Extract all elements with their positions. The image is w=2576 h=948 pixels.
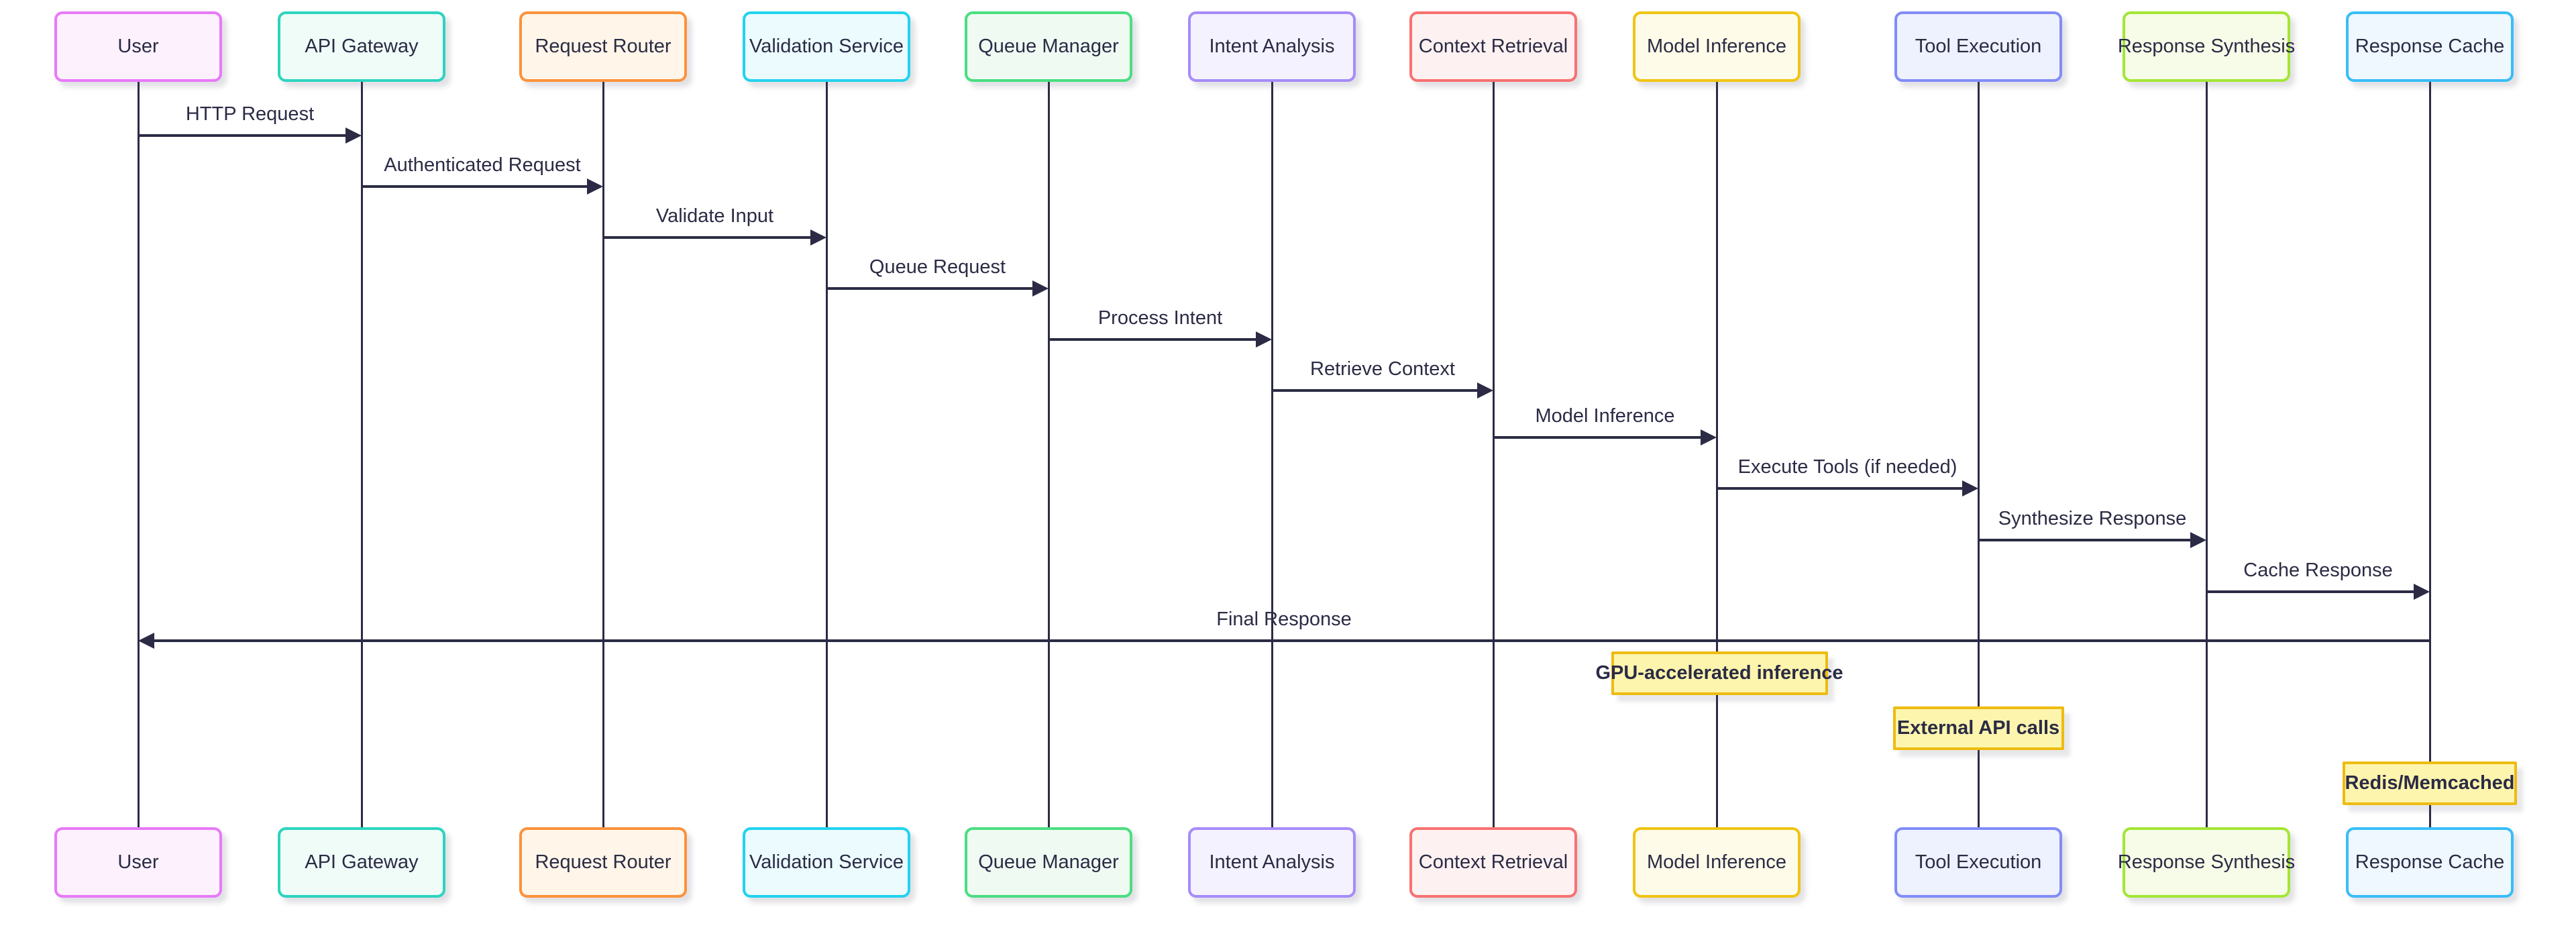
message-arrowhead-5 bbox=[1256, 331, 1272, 348]
lifeline-api-gateway bbox=[360, 81, 363, 829]
actor-box-request-router-bottom: Request Router bbox=[519, 827, 687, 898]
actor-box-queue-manager-top: Queue Manager bbox=[965, 11, 1132, 82]
lifeline-context-retrieval bbox=[1492, 81, 1495, 829]
lifeline-tool-execution bbox=[1977, 81, 1980, 829]
message-line-7 bbox=[1493, 436, 1705, 439]
lifeline-intent-analysis bbox=[1271, 81, 1273, 829]
message-arrowhead-4 bbox=[1032, 280, 1049, 297]
actor-box-queue-manager-bottom: Queue Manager bbox=[965, 827, 1132, 898]
lifeline-queue-manager bbox=[1047, 81, 1050, 829]
message-arrowhead-1 bbox=[345, 127, 362, 144]
actor-box-user-bottom: User bbox=[54, 827, 222, 898]
message-line-3 bbox=[603, 236, 814, 239]
message-line-4 bbox=[826, 287, 1036, 290]
lifeline-response-cache bbox=[2428, 81, 2431, 829]
actor-box-model-inference-bottom: Model Inference bbox=[1633, 827, 1801, 898]
message-label-7: Model Inference bbox=[1535, 405, 1675, 427]
actor-box-response-synthesis-bottom: Response Synthesis bbox=[2118, 827, 2295, 898]
lifeline-model-inference bbox=[1715, 81, 1718, 829]
message-line-11 bbox=[150, 639, 2430, 642]
lifeline-validation-service bbox=[825, 81, 828, 829]
message-label-3: Validate Input bbox=[655, 205, 774, 227]
note-response-cache: Redis/Memcached bbox=[2343, 761, 2517, 805]
actor-box-response-cache-bottom: Response Cache bbox=[2346, 827, 2514, 898]
lifeline-user bbox=[137, 81, 140, 829]
actor-box-validation-service-top: Validation Service bbox=[743, 11, 910, 82]
message-arrowhead-2 bbox=[587, 178, 603, 195]
actor-box-validation-service-bottom: Validation Service bbox=[743, 827, 910, 898]
message-line-9 bbox=[1978, 539, 2194, 541]
actor-box-user-top: User bbox=[54, 11, 222, 82]
message-label-5: Process Intent bbox=[1097, 307, 1223, 329]
message-arrowhead-3 bbox=[810, 229, 826, 246]
actor-box-api-gateway-top: API Gateway bbox=[278, 11, 445, 82]
message-label-1: HTTP Request bbox=[185, 103, 315, 125]
message-label-8: Execute Tools (if needed) bbox=[1737, 456, 1957, 478]
message-line-5 bbox=[1049, 338, 1260, 341]
message-arrowhead-9 bbox=[2190, 532, 2206, 548]
actor-box-model-inference-top: Model Inference bbox=[1633, 11, 1801, 82]
message-line-1 bbox=[138, 134, 350, 137]
actor-box-tool-execution-top: Tool Execution bbox=[1894, 11, 2062, 82]
message-label-2: Authenticated Request bbox=[384, 154, 581, 176]
actor-box-tool-execution-bottom: Tool Execution bbox=[1894, 827, 2062, 898]
message-line-8 bbox=[1717, 487, 1966, 490]
message-line-10 bbox=[2206, 590, 2418, 593]
actor-box-context-retrieval-bottom: Context Retrieval bbox=[1409, 827, 1577, 898]
message-label-6: Retrieve Context bbox=[1310, 358, 1455, 380]
message-arrowhead-8 bbox=[1962, 480, 1978, 496]
message-arrowhead-11 bbox=[138, 633, 154, 649]
message-label-11: Final Response bbox=[1216, 609, 1352, 630]
actor-box-api-gateway-bottom: API Gateway bbox=[278, 827, 445, 898]
message-arrowhead-6 bbox=[1477, 382, 1493, 399]
actor-box-context-retrieval-top: Context Retrieval bbox=[1409, 11, 1577, 82]
actor-box-response-cache-top: Response Cache bbox=[2346, 11, 2514, 82]
message-label-9: Synthesize Response bbox=[1998, 508, 2187, 529]
actor-box-intent-analysis-top: Intent Analysis bbox=[1188, 11, 1356, 82]
message-label-10: Cache Response bbox=[2243, 560, 2393, 581]
message-arrowhead-7 bbox=[1701, 429, 1717, 445]
note-model-inference: GPU-accelerated inference bbox=[1595, 651, 1843, 695]
message-arrowhead-10 bbox=[2414, 584, 2430, 600]
note-tool-execution: External API calls bbox=[1892, 706, 2064, 750]
message-label-4: Queue Request bbox=[869, 256, 1006, 278]
actor-box-request-router-top: Request Router bbox=[519, 11, 687, 82]
actor-box-intent-analysis-bottom: Intent Analysis bbox=[1188, 827, 1356, 898]
message-line-6 bbox=[1272, 389, 1481, 392]
lifeline-response-synthesis bbox=[2205, 81, 2208, 829]
message-line-2 bbox=[362, 185, 591, 188]
lifeline-request-router bbox=[602, 81, 604, 829]
actor-box-response-synthesis-top: Response Synthesis bbox=[2118, 11, 2295, 82]
